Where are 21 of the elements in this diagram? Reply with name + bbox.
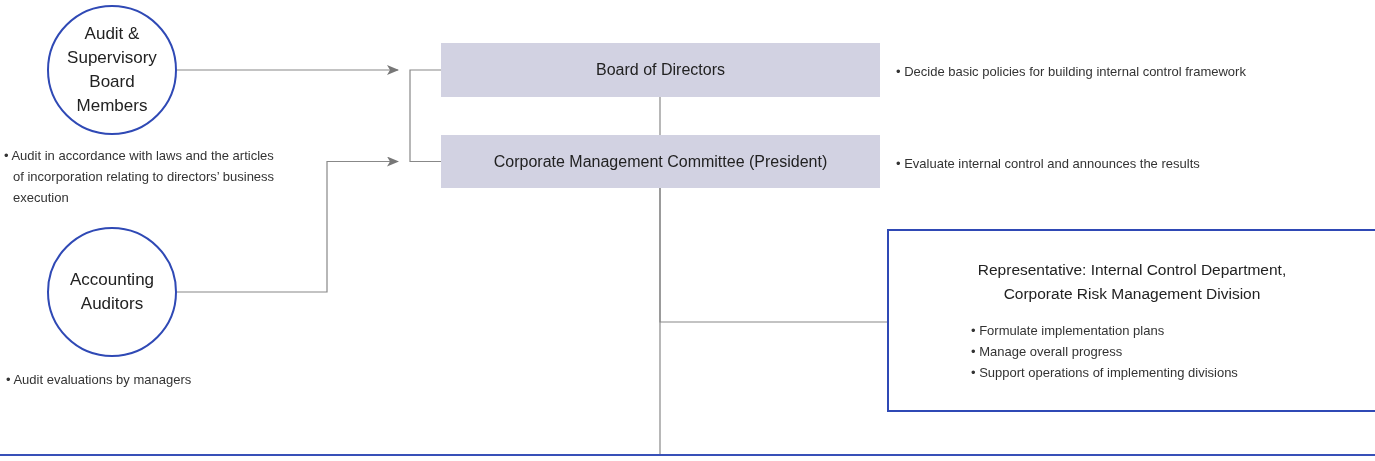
connector-line [659,187,661,455]
bullet-item: • Formulate implementation plans [971,322,1165,340]
node-label: Accounting Auditors [68,269,156,315]
node-label: Board of Directors [596,60,725,80]
note-text: • Evaluate internal control and announces the results [896,155,1201,173]
process-box [441,43,880,97]
bullet-item: • Support operations of implementing divisions [971,364,1238,382]
note-text: • Audit evaluations by managers [6,371,193,389]
divider-bar [0,454,1375,456]
info-panel [887,229,1375,412]
connector-line [659,96,661,136]
node-label: Corporate Management Committee (President) [493,151,828,172]
connector-line [409,69,442,163]
arrow [176,156,399,293]
panel-heading: Representative: Internal Control Department, Corporate Risk Management Division [976,260,1288,304]
note-text: • Decide basic policies for building internal control framework [896,63,1247,81]
bullet-item: • Manage overall progress [971,343,1123,361]
arrow [176,65,399,75]
process-box [441,135,880,188]
node-label: Audit & Supervisory Board Members [66,23,158,117]
note-text: • Audit in accordance with laws and the articles of incorporation relating to directors’ business execution [4,147,276,207]
